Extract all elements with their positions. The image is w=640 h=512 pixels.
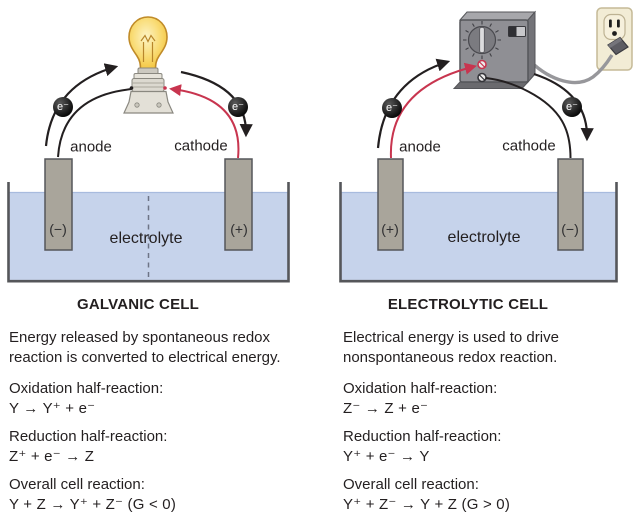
red-terminal-icon: [477, 59, 487, 70]
electron-icon: e⁻: [228, 97, 248, 117]
electrolytic-anode-sign: (+): [381, 221, 399, 237]
galvanic-description-line2: reaction is converted to electrical ener…: [9, 349, 281, 366]
oxidation-label: Oxidation half-reaction:: [9, 380, 164, 397]
reduction-label: Reduction half-reaction:: [9, 428, 168, 445]
galvanic-electrolyte-label: electrolyte: [109, 230, 183, 247]
overall-label: Overall cell reaction:: [343, 476, 479, 493]
electrolytic-electrolyte-label: electrolyte: [447, 229, 521, 246]
bulb-filament: [140, 34, 156, 62]
reduction-label: Reduction half-reaction:: [343, 428, 502, 445]
reduction-formula: Y⁺ + e⁻ → Y: [343, 448, 430, 465]
galvanic-anode-wire: [57, 88, 133, 158]
electrolytic-anode-label: anode: [399, 138, 441, 156]
electrolytic-anode-wire-red: [389, 62, 477, 159]
electrolytic-description-line2: nonspontaneous redox reaction.: [343, 349, 558, 366]
oxidation-formula: Y → Y⁺ + e⁻: [9, 400, 96, 417]
galvanic-anode-electrode: [44, 158, 73, 251]
plug-icon: [607, 36, 629, 56]
galvanic-cathode-wire-red: [169, 84, 240, 159]
electron-icon: e⁻: [382, 98, 402, 118]
oxidation-label: Oxidation half-reaction:: [343, 380, 498, 397]
power-cord: [529, 54, 614, 85]
overall-formula: Y + Z → Y⁺ + Z⁻ (G < 0): [9, 496, 177, 512]
galvanic-anode-sign: (−): [49, 221, 67, 237]
electrolytic-cell-title: ELECTROLYTIC CELL: [387, 296, 549, 313]
galvanic-cathode-electrode: [224, 158, 253, 251]
galvanic-text-column: Energy released by spontaneous redox rea…: [9, 328, 321, 512]
electrolytic-cathode-wire: [485, 77, 572, 159]
power-supply-icon: [452, 10, 537, 89]
electrolytic-text-column: Electrical energy is used to drive nonsp…: [343, 328, 640, 512]
electrolytic-cathode-electrode: [557, 158, 584, 251]
electrolytic-anode-electrode: [377, 158, 404, 251]
electrolytic-cathode-label: cathode: [502, 137, 556, 155]
galvanic-cathode-label: cathode: [174, 137, 228, 155]
electron-flow-arrow-left-2: [376, 58, 451, 149]
bulb-socket: [123, 67, 174, 114]
black-terminal-icon: [477, 72, 487, 83]
electron-flow-arrow-left: [44, 63, 119, 147]
galvanic-description-line1: Energy released by spontaneous redox: [9, 329, 271, 346]
power-switch-icon: [508, 26, 526, 37]
galvanic-anode-label: anode: [70, 138, 112, 156]
reduction-formula: Z⁺ + e⁻ → Z: [9, 448, 95, 465]
overall-formula: Y⁺ + Z⁻ → Y + Z (G > 0): [343, 496, 511, 512]
overall-label: Overall cell reaction:: [9, 476, 145, 493]
electron-icon: e⁻: [53, 97, 73, 117]
light-bulb-icon: [128, 16, 168, 71]
electrolytic-description-line1: Electrical energy is used to drive: [343, 329, 559, 346]
galvanic-cell-title: GALVANIC CELL: [76, 296, 200, 313]
electron-icon: e⁻: [562, 97, 582, 117]
electron-flow-arrow-right: [180, 70, 253, 138]
galvanic-cathode-sign: (+): [230, 221, 248, 237]
electrolytic-cathode-sign: (−): [561, 221, 579, 237]
wall-outlet-icon: [596, 7, 633, 71]
oxidation-formula: Z⁻ → Z + e⁻: [343, 400, 429, 417]
knob-icon: [463, 21, 501, 59]
